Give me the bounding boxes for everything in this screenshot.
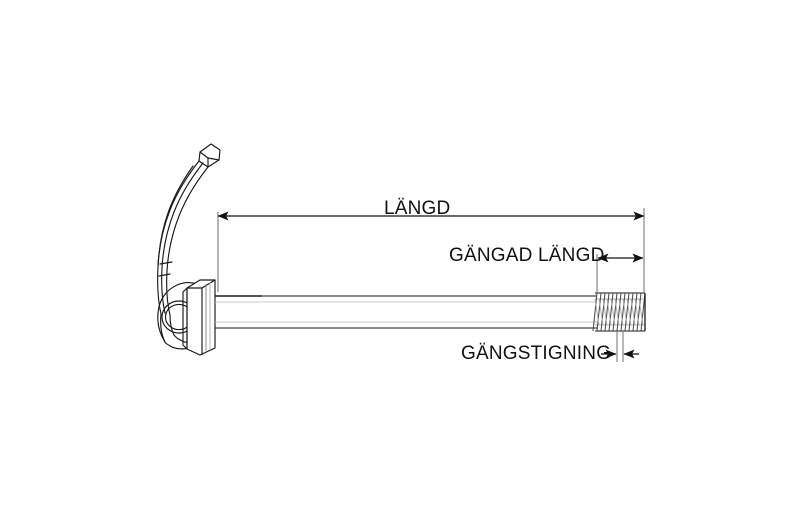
cam-housing-block — [182, 279, 216, 356]
axle-shaft — [215, 295, 597, 329]
dimension-label-langd: LÄNGD — [384, 198, 451, 219]
dimension-gangstigning — [601, 331, 639, 362]
dimension-label-gangad-langd: GÄNGAD LÄNGD — [449, 245, 605, 266]
extension-lines — [217, 208, 645, 293]
dimension-label-gangstigning: GÄNGSTIGNING — [461, 343, 612, 364]
threaded-end — [592, 292, 646, 332]
